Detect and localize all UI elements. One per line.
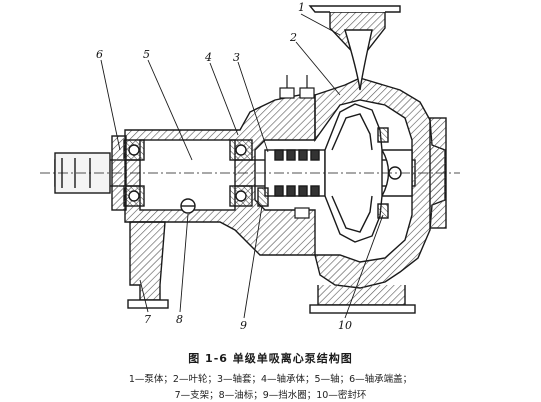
pump-foot xyxy=(317,285,406,306)
legend-line-1: 1—泵体；2—叶轮；3—轴套；4—轴承体；5—轴；6—轴承端盖； xyxy=(128,374,413,385)
callout-7: 7 xyxy=(144,313,151,326)
water-deflector xyxy=(257,187,269,207)
callout-6: 6 xyxy=(96,48,103,61)
callout-8: 8 xyxy=(176,313,183,326)
callout-9: 9 xyxy=(240,319,247,332)
support-bracket xyxy=(129,221,166,301)
callout-4: 4 xyxy=(205,51,212,64)
pump-cross-section xyxy=(40,5,460,319)
bolts xyxy=(279,75,315,219)
legend-line-2: 7—支架；8—油标；9—挡水圈；10—密封环 xyxy=(174,390,367,401)
figure-caption: 图 1-6 单级单吸离心泵结构图 xyxy=(188,352,353,365)
sealing-ring-top xyxy=(377,127,389,143)
callout-5: 5 xyxy=(143,48,150,61)
callout-3: 3 xyxy=(233,51,240,64)
callout-10: 10 xyxy=(338,319,352,332)
leader-lines xyxy=(100,13,384,319)
callout-1: 1 xyxy=(298,1,305,14)
callout-2: 2 xyxy=(290,31,297,44)
sealing-ring-bottom xyxy=(377,203,389,219)
packing-rings xyxy=(274,149,320,197)
